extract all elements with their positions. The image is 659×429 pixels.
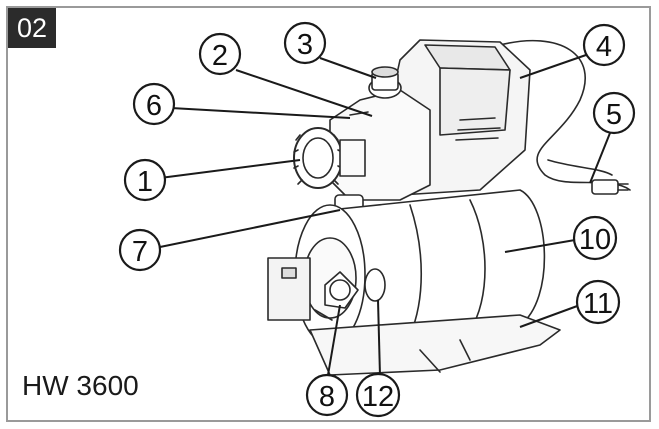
- callout-8-circle: [305, 373, 349, 417]
- callout-3-label: 3: [297, 29, 313, 61]
- callout-2-circle: [198, 32, 242, 76]
- callout-12-label: 12: [362, 381, 394, 413]
- model-name: HW 3600: [22, 370, 139, 401]
- callout-12-circle: [355, 372, 401, 418]
- callout-8-label: 8: [319, 381, 335, 413]
- power-plug: [591, 179, 619, 195]
- callout-11-label: 11: [583, 288, 613, 320]
- figure-number-badge: 02: [8, 8, 56, 48]
- callout-5-label: 5: [606, 99, 622, 131]
- callout-6-label: 6: [146, 90, 162, 122]
- valve-cap: [364, 268, 386, 302]
- callout-6-circle: [132, 82, 176, 126]
- callout-7-circle: [118, 228, 162, 272]
- callout-5-circle: [592, 91, 636, 135]
- callout-4-circle: [582, 23, 626, 67]
- callout-11-circle: [575, 279, 621, 325]
- callout-1-label: 1: [137, 166, 153, 198]
- callout-1-circle: [123, 158, 167, 202]
- power-cord: [499, 39, 631, 191]
- callout-3-circle: [283, 21, 327, 65]
- callout-10-circle: [572, 215, 618, 261]
- callout-4-label: 4: [596, 31, 612, 63]
- callout-7-label: 7: [132, 236, 148, 268]
- callout-10-label: 10: [579, 224, 611, 256]
- callout-2-label: 2: [212, 40, 228, 72]
